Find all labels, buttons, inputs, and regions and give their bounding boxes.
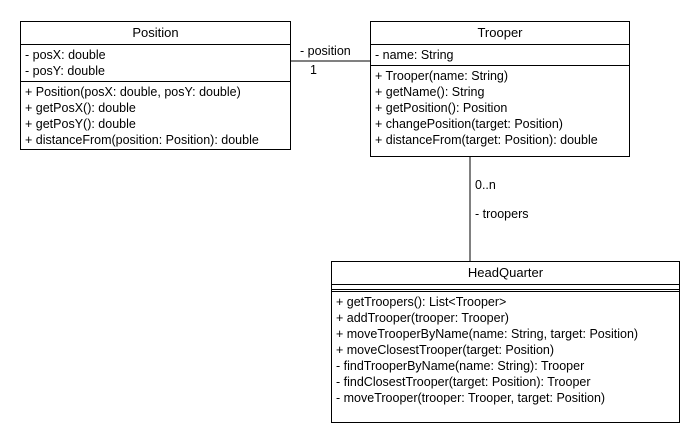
headquarter-method: - findTrooperByName(name: String): Troop…: [336, 359, 585, 373]
trooper-method: + getPosition(): Position: [375, 101, 508, 115]
position-method: + getPosY(): double: [25, 117, 136, 131]
headquarter-attributes: [332, 285, 679, 292]
position-role-label: - position: [300, 44, 351, 58]
position-attributes: - posX: double - posY: double: [21, 45, 290, 82]
headquarter-class-box[interactable]: HeadQuarter + getTroopers(): List<Troope…: [331, 261, 680, 423]
headquarter-method: + addTrooper(trooper: Trooper): [336, 311, 509, 325]
headquarter-method: + moveClosestTrooper(target: Position): [336, 343, 555, 357]
position-attribute: - posX: double: [25, 48, 106, 62]
trooper-class-name: Trooper: [371, 22, 629, 45]
trooper-method: + changePosition(target: Position): [375, 117, 563, 131]
position-method: + getPosX(): double: [25, 101, 136, 115]
headquarter-method: - moveTrooper(trooper: Trooper, target: …: [336, 391, 606, 405]
trooper-method: + distanceFrom(target: Position): double: [375, 133, 598, 147]
trooper-attributes: - name: String: [371, 45, 629, 66]
trooper-class-box[interactable]: Trooper - name: String + Trooper(name: S…: [370, 21, 630, 157]
headquarter-methods: + getTroopers(): List<Trooper> + addTroo…: [332, 292, 679, 408]
position-attribute: - posY: double: [25, 64, 105, 78]
position-methods: + Position(posX: double, posY: double) +…: [21, 82, 290, 150]
troopers-role-label: - troopers: [475, 207, 529, 221]
position-multiplicity-label: 1: [310, 63, 317, 77]
position-class-name: Position: [21, 22, 290, 45]
troopers-multiplicity-label: 0..n: [475, 178, 496, 192]
headquarter-method: + moveTrooperByName(name: String, target…: [336, 327, 639, 341]
trooper-methods: + Trooper(name: String) + getName(): Str…: [371, 66, 629, 150]
trooper-attribute: - name: String: [375, 48, 454, 62]
position-method: + Position(posX: double, posY: double): [25, 85, 241, 99]
headquarter-method: - findClosestTrooper(target: Position): …: [336, 375, 591, 389]
position-class-box[interactable]: Position - posX: double - posY: double +…: [20, 21, 291, 150]
headquarter-method: + getTroopers(): List<Trooper>: [336, 295, 507, 309]
headquarter-class-name: HeadQuarter: [332, 262, 679, 285]
trooper-method: + Trooper(name: String): [375, 69, 509, 83]
trooper-method: + getName(): String: [375, 85, 485, 99]
position-method: + distanceFrom(position: Position): doub…: [25, 133, 259, 147]
